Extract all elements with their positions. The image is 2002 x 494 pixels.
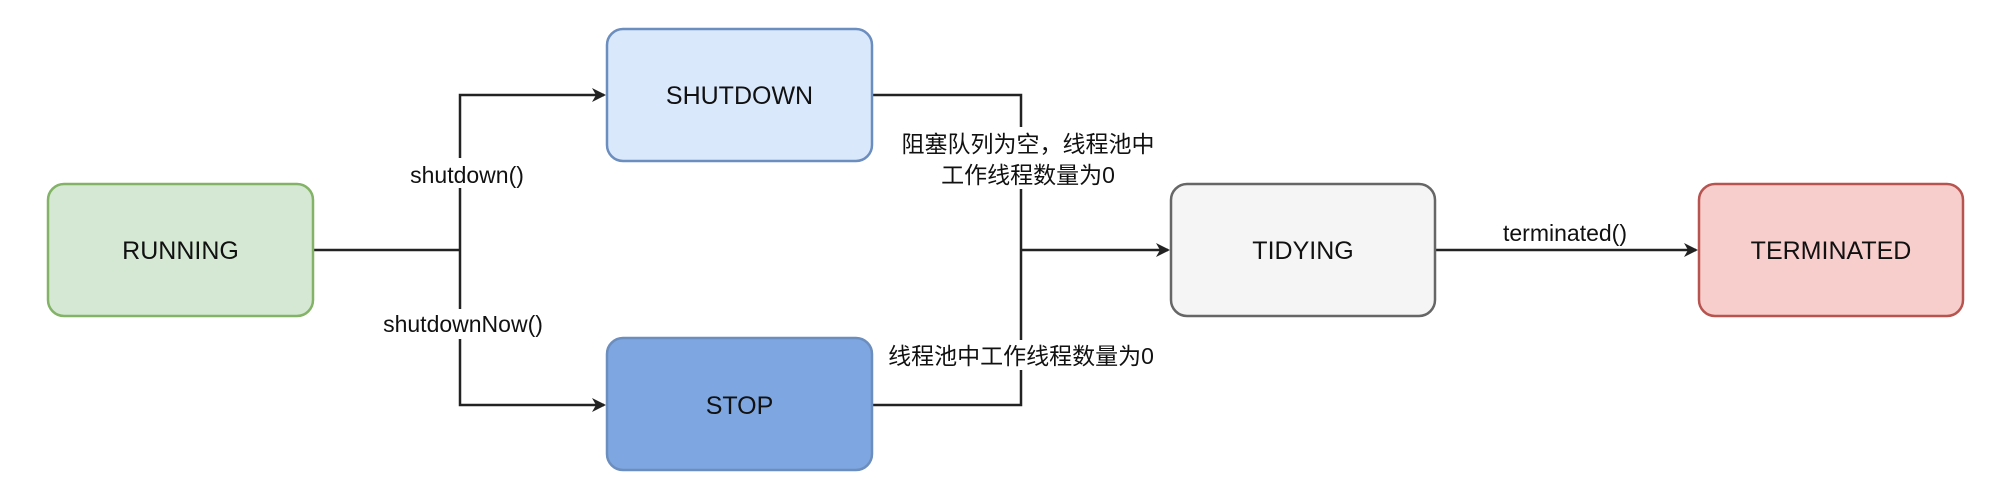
edge-running-to-shutdown xyxy=(458,88,606,250)
label-shutdown-to-tidying-line1: 阻塞队列为空，线程池中 xyxy=(902,131,1155,157)
state-stop-label: STOP xyxy=(706,392,774,420)
label-shutdown-now-call-text: shutdownNow() xyxy=(383,311,543,337)
state-running: RUNNING xyxy=(46,182,315,318)
state-terminated-label: TERMINATED xyxy=(1751,237,1912,265)
label-shutdown-call-text: shutdown() xyxy=(410,162,524,188)
state-tidying: TIDYING xyxy=(1169,182,1437,318)
state-terminated: TERMINATED xyxy=(1697,182,1965,318)
edge-stop-to-merge xyxy=(872,250,1023,407)
state-shutdown: SHUTDOWN xyxy=(605,27,874,163)
state-shutdown-label: SHUTDOWN xyxy=(666,82,813,110)
label-terminated-call: terminated() xyxy=(1490,219,1640,247)
label-stop-to-tidying-text: 线程池中工作线程数量为0 xyxy=(888,343,1154,369)
edge-shutdown-to-merge xyxy=(872,93,1023,250)
label-shutdown-to-tidying-line2: 工作线程数量为0 xyxy=(941,162,1115,188)
state-tidying-label: TIDYING xyxy=(1252,237,1353,265)
label-shutdown-call: shutdown() xyxy=(400,158,534,188)
state-stop: STOP xyxy=(605,336,874,472)
state-running-label: RUNNING xyxy=(122,237,239,265)
label-shutdown-now-call: shutdownNow() xyxy=(370,309,556,339)
label-terminated-call-text: terminated() xyxy=(1503,220,1627,246)
label-stop-to-tidying: 线程池中工作线程数量为0 xyxy=(866,340,1176,370)
edge-running-to-stop xyxy=(458,250,606,412)
label-shutdown-to-tidying: 阻塞队列为空，线程池中 工作线程数量为0 xyxy=(880,127,1176,189)
